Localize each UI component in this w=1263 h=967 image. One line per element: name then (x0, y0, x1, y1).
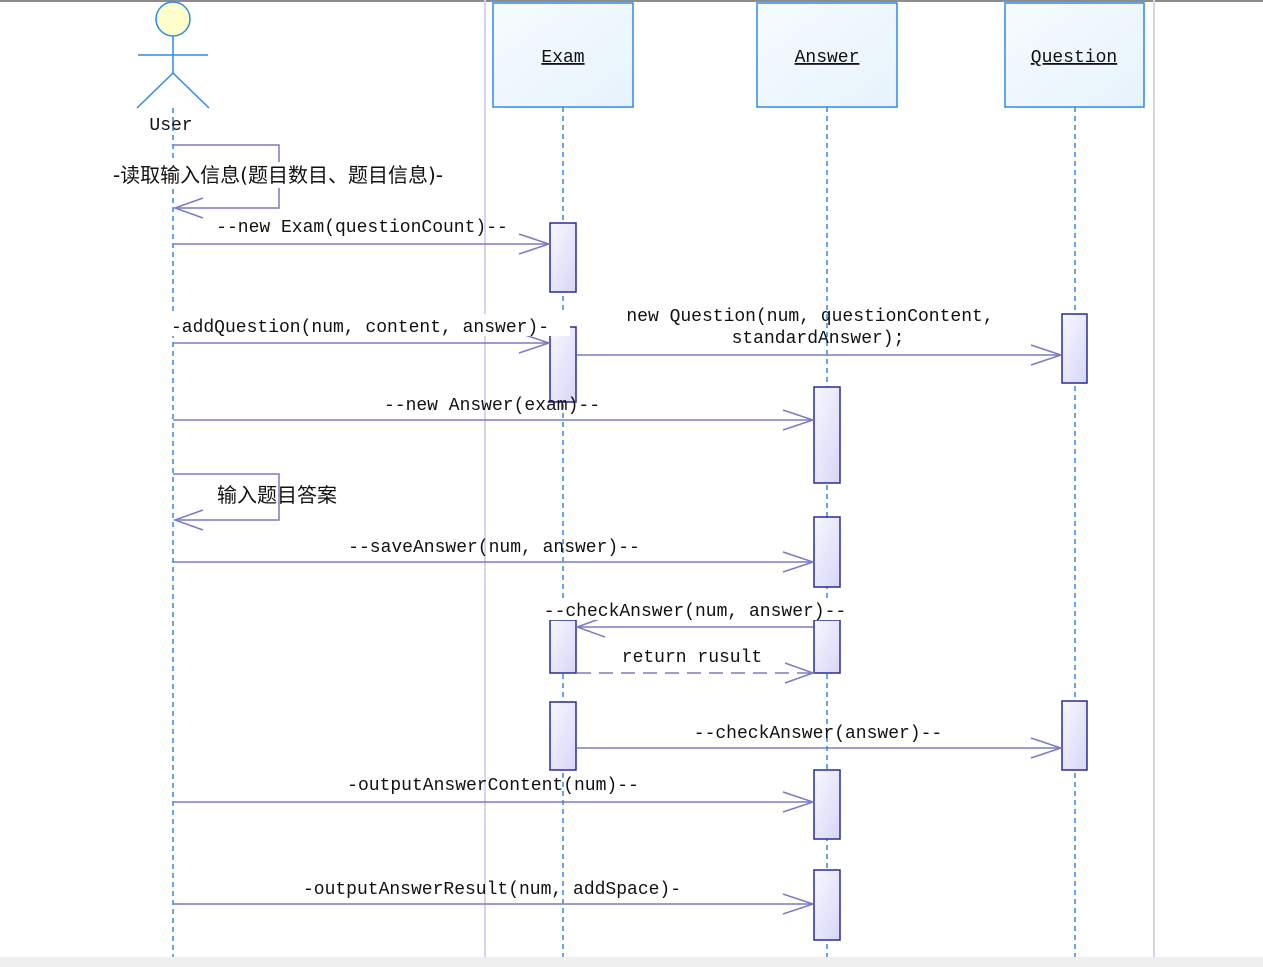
actor-user[interactable]: User (136, 1, 210, 136)
message-new-exam[interactable]: --new Exam(questionCount)-- (173, 218, 552, 255)
object-question[interactable]: Question (1004, 2, 1145, 108)
message-label: --new Exam(questionCount)-- (216, 218, 508, 238)
message-line (173, 473, 280, 521)
object-answer[interactable]: Answer (756, 2, 898, 108)
arrowhead-icon (782, 551, 816, 573)
arrowhead-icon (172, 197, 204, 219)
activation-exam-1 (549, 222, 577, 293)
message-label: -outputAnswerContent(num)-- (347, 776, 639, 796)
label-background (150, 314, 570, 336)
activation-exam-3 (549, 619, 577, 674)
message-new-question[interactable]: new Question(num, questionContent, stand… (577, 307, 1064, 366)
actor-leg-right (172, 72, 210, 109)
activation-answer-4 (813, 769, 841, 840)
message-check-answer-num[interactable]: --checkAnswer(num, answer)-- (532, 600, 858, 638)
arrowhead-icon (782, 791, 816, 813)
message-output-answer-result[interactable]: -outputAnswerResult(num, addSpace)- (173, 880, 816, 915)
label-background (72, 162, 484, 188)
object-exam[interactable]: Exam (492, 2, 634, 108)
activation-answer-3 (813, 619, 841, 674)
arrowhead-icon (518, 233, 552, 255)
message-read-input[interactable]: -读取输入信息(题目数目、题目信息)- (72, 144, 484, 219)
activation-exam-2 (549, 326, 577, 403)
object-label: Answer (795, 48, 860, 68)
actor-label: User (149, 116, 192, 136)
message-new-answer[interactable]: --new Answer(exam)-- (173, 396, 816, 431)
message-label: return rusult (622, 648, 762, 668)
message-label: -读取输入信息(题目数目、题目信息)- (113, 163, 443, 187)
arrowhead-icon (784, 662, 816, 684)
message-label: new Question(num, questionContent, (626, 307, 993, 327)
activation-question-1 (1061, 313, 1088, 384)
message-check-answer[interactable]: --checkAnswer(answer)-- (577, 724, 1064, 759)
window-top-border (0, 0, 1263, 2)
message-return-result[interactable]: return rusult (577, 648, 816, 684)
message-label: 输入题目答案 (217, 483, 337, 507)
message-save-answer[interactable]: --saveAnswer(num, answer)-- (173, 538, 816, 573)
activation-answer-5 (813, 869, 841, 941)
arrowhead-icon (1030, 737, 1064, 759)
bottom-scroll-area (0, 957, 1263, 967)
message-label: --saveAnswer(num, answer)-- (348, 538, 640, 558)
object-label: Exam (541, 48, 584, 68)
message-label: -addQuestion(num, content, answer)- (171, 318, 549, 338)
activation-question-2 (1061, 700, 1088, 771)
arrowhead-icon (518, 332, 552, 354)
message-input-answers[interactable]: 输入题目答案 (172, 473, 337, 531)
arrowhead-icon (782, 893, 816, 915)
object-label: Question (1031, 48, 1117, 68)
actor-head-icon (155, 1, 191, 37)
message-label-line2: standardAnswer); (732, 329, 905, 349)
arrowhead-icon (574, 616, 606, 638)
message-label: --checkAnswer(answer)-- (694, 724, 942, 744)
object-box (756, 2, 898, 108)
arrowhead-icon (782, 409, 816, 431)
actor-leg-left (136, 72, 174, 109)
message-label: --checkAnswer(num, answer)-- (544, 602, 846, 622)
message-label: --new Answer(exam)-- (384, 396, 600, 416)
arrowhead-icon (172, 509, 204, 531)
arrowhead-icon (1030, 344, 1064, 366)
message-output-answer-content[interactable]: -outputAnswerContent(num)-- (173, 776, 816, 813)
message-add-question[interactable]: -addQuestion(num, content, answer)- (150, 314, 570, 354)
object-box (492, 2, 634, 108)
object-box (1004, 2, 1145, 108)
label-background (532, 600, 858, 620)
message-label: -outputAnswerResult(num, addSpace)- (303, 880, 681, 900)
activation-answer-2 (813, 516, 841, 588)
activation-exam-4 (549, 701, 577, 771)
activation-answer-1 (813, 386, 841, 484)
